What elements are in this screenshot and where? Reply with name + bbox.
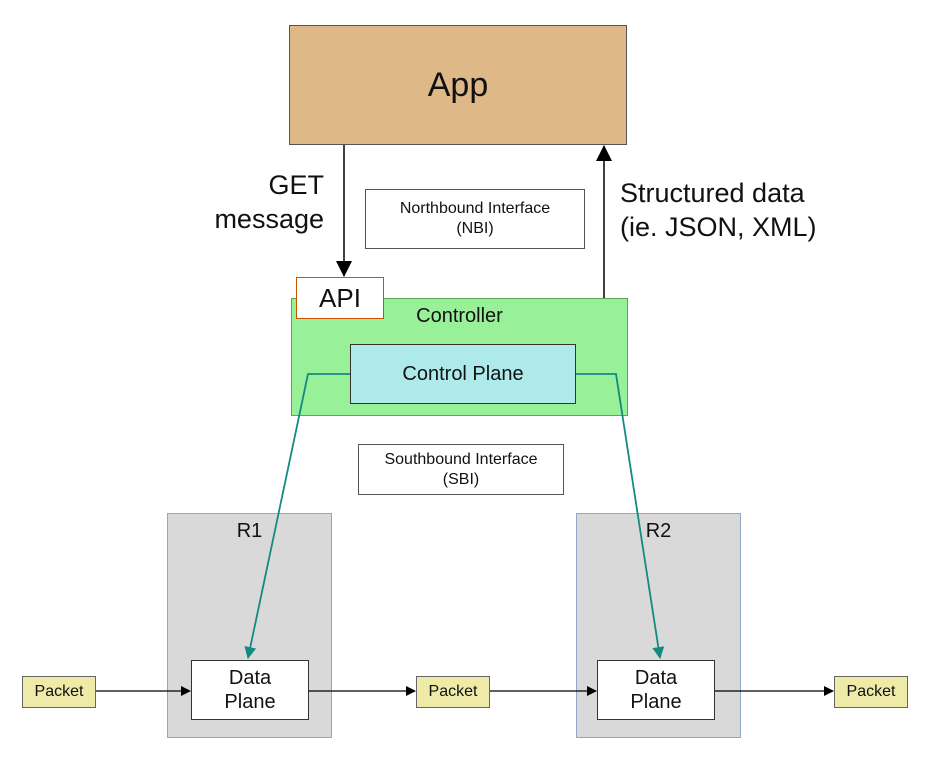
- router-r1-label: R1: [236, 520, 263, 542]
- app-label: App: [427, 65, 489, 104]
- nbi-title: Northbound Interface: [399, 200, 551, 217]
- packet-out: Packet: [834, 676, 908, 708]
- data-plane-r2-line1: Data: [634, 667, 678, 689]
- packet-in: Packet: [22, 676, 96, 708]
- controller-label: Controller: [416, 305, 503, 327]
- data-plane-r2: Data Plane: [597, 660, 715, 720]
- nbi-box: Northbound Interface (NBI): [365, 189, 585, 249]
- sbi-box: Southbound Interface (SBI): [358, 444, 564, 495]
- sbi-abbrev: (SBI): [442, 470, 480, 488]
- packet-middle-label: Packet: [428, 683, 478, 700]
- router-r2-label: R2: [645, 520, 672, 542]
- get-message-line2: message: [214, 204, 324, 234]
- data-plane-r1: Data Plane: [191, 660, 309, 720]
- api-box: API: [296, 277, 384, 319]
- sbi-arrow-r1: [244, 373, 350, 659]
- get-message-line1: GET: [268, 170, 324, 200]
- get-message-label: GET message: [150, 168, 324, 236]
- sbi-title: Southbound Interface: [384, 450, 538, 468]
- control-plane-box: Control Plane: [350, 344, 576, 404]
- data-plane-r2-line2: Plane: [630, 691, 682, 713]
- sbi-arrow-r2: [576, 373, 665, 659]
- control-plane-label: Control Plane: [402, 362, 524, 385]
- data-plane-r1-line2: Plane: [224, 691, 276, 713]
- app-box: App: [289, 25, 627, 145]
- api-label: API: [319, 282, 361, 313]
- structured-data-label: Structured data (ie. JSON, XML): [620, 176, 920, 244]
- data-plane-r1-line1: Data: [228, 667, 272, 689]
- packet-middle: Packet: [416, 676, 490, 708]
- packet-out-label: Packet: [846, 683, 896, 700]
- structured-data-line2: (ie. JSON, XML): [620, 212, 817, 242]
- structured-data-line1: Structured data: [620, 178, 805, 208]
- packet-in-label: Packet: [34, 683, 84, 700]
- nbi-abbrev: (NBI): [456, 220, 494, 237]
